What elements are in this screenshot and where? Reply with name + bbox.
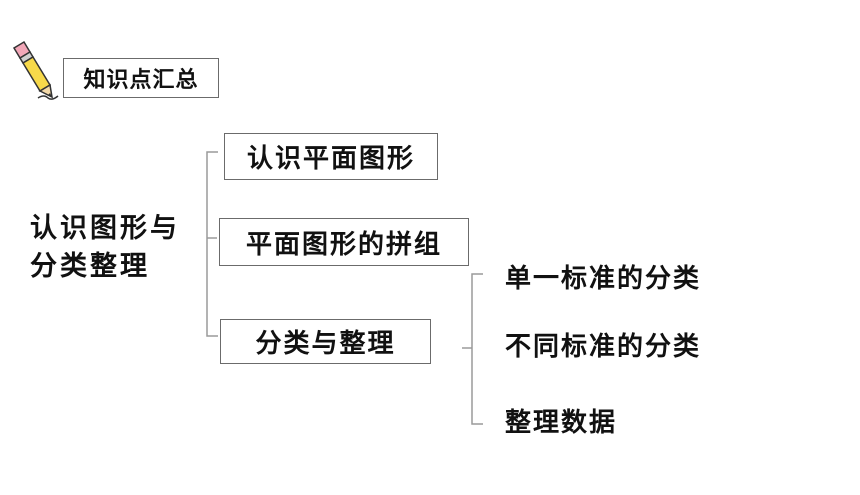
branch-node-plane-shapes: 认识平面图形: [224, 133, 438, 180]
leaf-node-single-standard: 单一标准的分类: [505, 264, 702, 294]
root-label-line1: 认识图形与: [30, 213, 180, 244]
root-node: 认识图形与 分类整理: [30, 210, 200, 286]
section-title: 知识点汇总: [63, 58, 219, 98]
leaf-node-different-standards: 不同标准的分类: [505, 332, 702, 362]
branch-node-classification: 分类与整理: [220, 319, 431, 364]
branch-node-shape-combination: 平面图形的拼组: [219, 218, 469, 266]
root-label-line2: 分类整理: [30, 251, 150, 282]
leaf-node-organize-data: 整理数据: [505, 408, 618, 438]
pencil-icon: [12, 40, 59, 100]
